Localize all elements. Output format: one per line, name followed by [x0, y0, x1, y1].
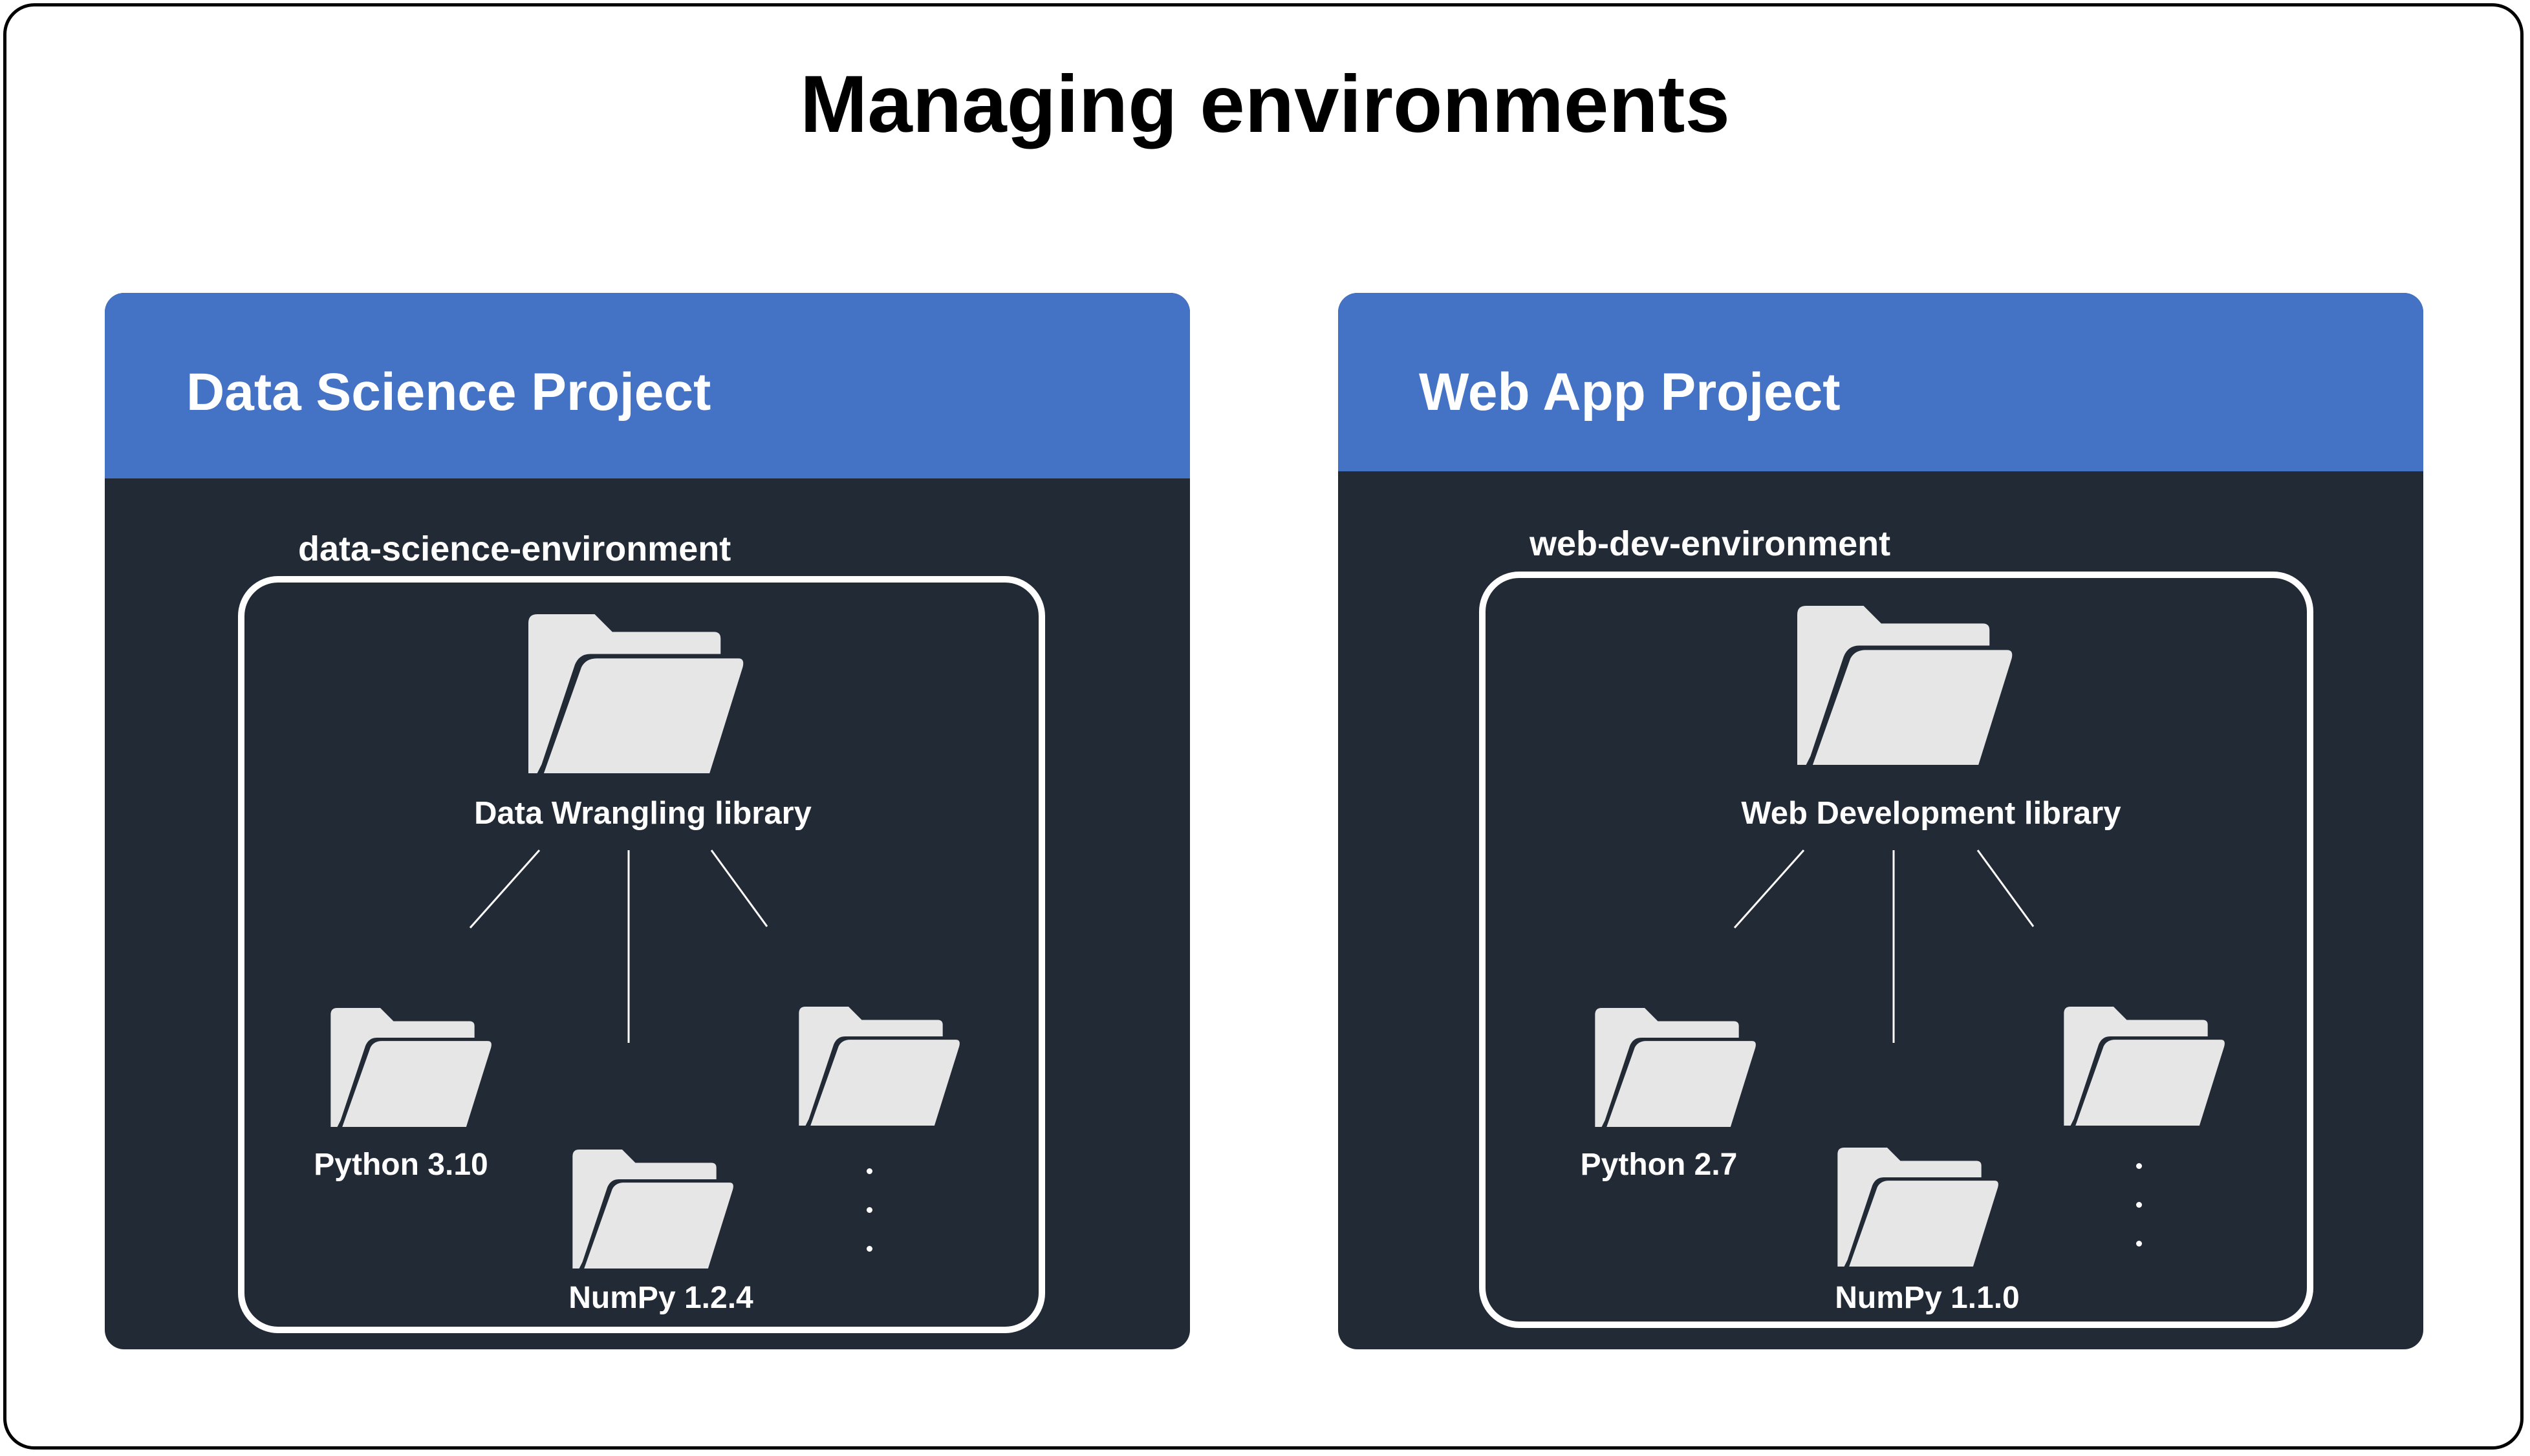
ellipsis-dot: [2136, 1241, 2142, 1247]
project-card-web-app: Web App Project web-dev-environment Web …: [1338, 293, 2423, 1349]
package-label: NumPy 1.2.4: [568, 1281, 753, 1315]
ellipsis-dot: [867, 1246, 872, 1252]
project-header: Data Science Project: [105, 293, 1190, 478]
connector-line: [1976, 850, 2035, 927]
project-title: Data Science Project: [186, 363, 711, 422]
project-card-data-science: Data Science Project data-science-enviro…: [105, 293, 1190, 1349]
folder-icon: [327, 1008, 493, 1127]
folder-icon: [1592, 1008, 1757, 1127]
connector-line: [1733, 850, 1805, 928]
tree-connectors: [1733, 850, 2035, 1043]
folder-icon: [795, 1007, 961, 1126]
library-label: Data Wrangling library: [474, 796, 812, 831]
connector-line: [469, 850, 541, 928]
connector-line: [710, 850, 768, 927]
folder-icon: [569, 1150, 735, 1269]
library-label: Web Development library: [1741, 796, 2121, 831]
package-label: NumPy 1.1.0: [1835, 1281, 2020, 1315]
project-header: Web App Project: [1338, 293, 2423, 471]
environment-label: data-science-environment: [298, 530, 731, 568]
page-title: Managing environments: [800, 59, 1730, 149]
ellipsis-dot: [867, 1168, 872, 1174]
ellipsis-dot: [2136, 1163, 2142, 1169]
environment-box: [238, 576, 1045, 1333]
environment-box: [1479, 572, 2313, 1328]
folder-icon: [2060, 1007, 2226, 1126]
folder-icon: [1834, 1148, 2000, 1267]
environment-label: web-dev-environment: [1530, 524, 1891, 563]
ellipsis-dot: [2136, 1202, 2142, 1208]
ellipsis-dot: [867, 1207, 872, 1213]
project-title: Web App Project: [1419, 363, 1841, 422]
package-label: Python 3.10: [314, 1148, 488, 1182]
package-label: Python 2.7: [1580, 1148, 1738, 1182]
tree-connectors: [469, 850, 768, 1043]
